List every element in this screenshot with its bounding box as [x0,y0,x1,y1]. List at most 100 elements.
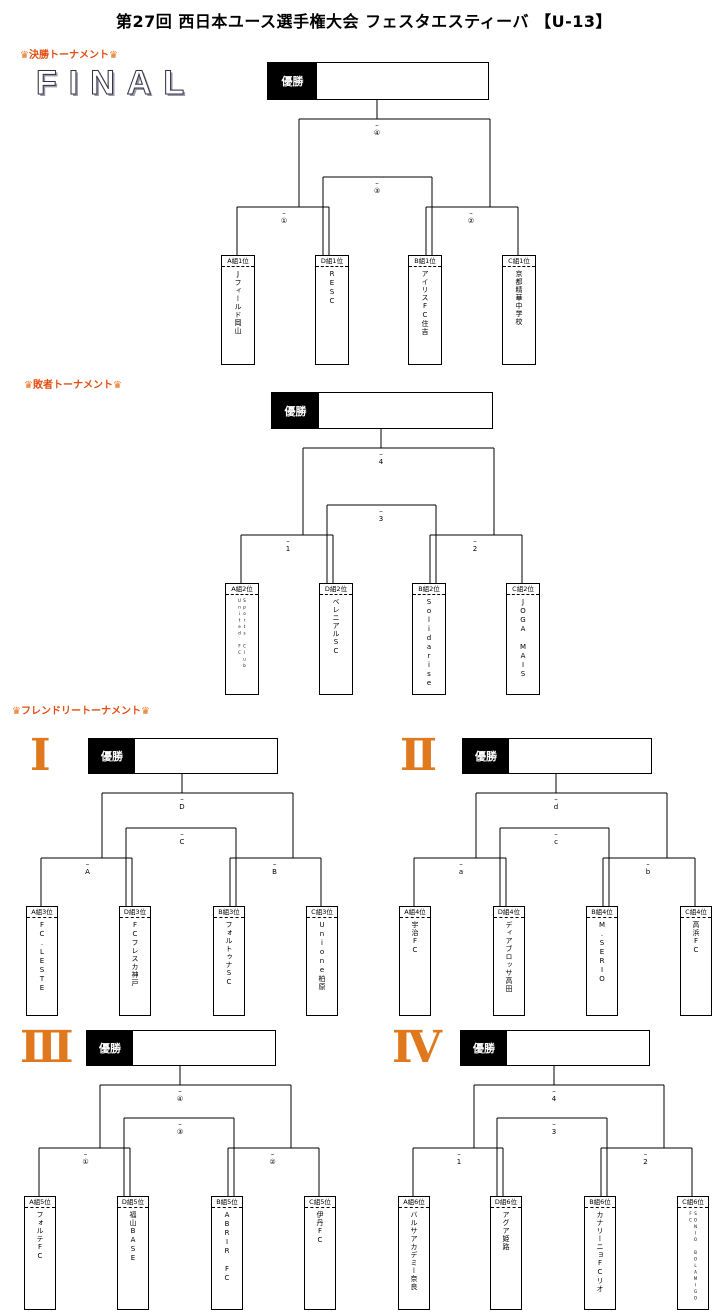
crown-icon: ♛ [108,50,118,61]
team-name: バルサアカデミー奈良 [410,1211,418,1291]
match-number-left: 1 [285,545,291,553]
team-name: アイリスFC住吉 [421,270,429,336]
match-dash: – [552,1120,556,1128]
winner-box: 優勝 [267,62,489,100]
team-name: ベレニアルSC [332,598,340,656]
match-number-left: a [458,868,464,876]
winner-slot[interactable] [509,739,651,773]
winner-slot[interactable] [135,739,277,773]
team-name: RESC [328,270,336,306]
match-dash: – [178,1120,182,1128]
team-group-tag: A組3位 [27,907,57,918]
section-heading-losers-label: 敗者トーナメント [32,380,113,391]
crown-icon: ♛ [112,380,122,391]
team-box[interactable]: C組6位 SONIO BOLAMIGO FC [677,1196,709,1310]
match-dash: – [178,1087,182,1095]
winner-label: 優勝 [463,739,509,773]
team-group-tag: B組1位 [409,256,441,267]
match-number-top: D [179,803,185,811]
team-name: 宇治FC [411,921,419,955]
team-name: カナリーニョFCリオ [596,1211,604,1293]
section-heading-final-label: 決勝トーナメント [28,50,109,61]
team-box[interactable]: A組3位 FC.LESTE [26,906,58,1016]
team-box[interactable]: C組2位 JOGA MAIS [506,583,540,695]
team-name: M.SERIO [598,921,606,984]
match-number-top: 4 [378,458,384,466]
match-dash: – [379,450,383,458]
section-heading-final: ♛決勝トーナメント♛ [20,46,118,61]
team-box[interactable]: D組4位ディアブロッサ高田 [493,906,525,1016]
crown-icon: ♛ [20,50,29,61]
team-name: FCフレスカ神戸 [131,921,139,987]
winner-slot[interactable] [319,393,492,428]
match-dash: – [643,1150,648,1158]
match-number-top: ④ [373,129,381,137]
team-box[interactable]: B組1位アイリスFC住吉 [408,255,442,365]
team-box[interactable]: C組5位伊丹FC [304,1196,336,1310]
section-heading-losers: ♛敗者トーナメント♛ [24,376,122,391]
winner-label: 優勝 [87,1031,133,1065]
team-name: JOGA MAIS [519,598,527,679]
team-box[interactable]: D組6位アグア姫路 [490,1196,522,1310]
match-dash: – [375,179,379,187]
team-box[interactable]: D組2位ベレニアルSC [319,583,353,695]
team-group-tag: A組2位 [226,584,258,595]
match-number-right: B [272,868,277,876]
match-dash: – [469,209,473,217]
match-number-top: 4 [551,1095,557,1103]
team-box[interactable]: A組4位宇治FC [399,906,431,1016]
team-name: フォルトゥナSC [225,921,233,987]
team-name: Jフィールド岡山 [234,270,242,335]
match-dash: – [83,1150,88,1158]
team-group-tag: C組2位 [507,584,539,595]
match-number-right: 2 [472,545,478,553]
team-name: 伊丹FC [316,1211,324,1245]
team-name: Solidarise [425,598,433,688]
team-name: 京都精華中学校 [515,270,523,326]
team-group-tag: D組6位 [491,1197,521,1208]
team-name: SONIO BOLAMIGO FC [688,1211,698,1302]
winner-slot[interactable] [317,63,488,99]
team-box[interactable]: A組5位フォルテFC [24,1196,56,1310]
team-group-tag: C組6位 [678,1197,708,1208]
team-group-tag: D組2位 [320,584,352,595]
crown-icon: ♛ [140,706,150,717]
match-number-mid: ③ [373,187,381,195]
match-number-top: ④ [176,1095,184,1103]
match-number-right: ② [269,1158,276,1166]
crown-icon: ♛ [12,706,21,717]
team-group-tag: C組5位 [305,1197,335,1208]
roman-numeral-4: Ⅳ [392,1022,442,1073]
roman-numeral-1: Ⅰ [30,730,51,781]
team-box[interactable]: B組3位フォルトゥナSC [213,906,245,1016]
winner-label: 優勝 [461,1031,507,1065]
team-box[interactable]: A組6位バルサアカデミー奈良 [398,1196,430,1310]
team-group-tag: B組4位 [587,907,617,918]
team-box[interactable]: D組5位福山BASE [117,1196,149,1310]
team-box[interactable]: B組4位 M.SERIO [586,906,618,1016]
winner-label: 優勝 [272,393,319,428]
winner-slot[interactable] [507,1031,649,1065]
team-box[interactable]: C組4位高浜FC [680,906,712,1016]
match-number-mid: ③ [176,1128,184,1136]
team-name: ディアブロッサ高田 [505,921,513,993]
team-name: FC.LESTE [38,921,46,993]
team-box[interactable]: C組1位京都精華中学校 [502,255,536,365]
match-dash: – [459,860,463,868]
match-dash: – [646,860,650,868]
team-box[interactable]: B組6位カナリーニョFCリオ [584,1196,616,1310]
final-logo: FINAL [35,64,197,103]
match-number-left: A [85,868,90,876]
match-dash: – [375,121,379,129]
match-dash: – [552,1087,556,1095]
match-number-right: ② [467,217,475,225]
winner-slot[interactable] [133,1031,275,1065]
winner-box: 優勝 [462,738,652,774]
